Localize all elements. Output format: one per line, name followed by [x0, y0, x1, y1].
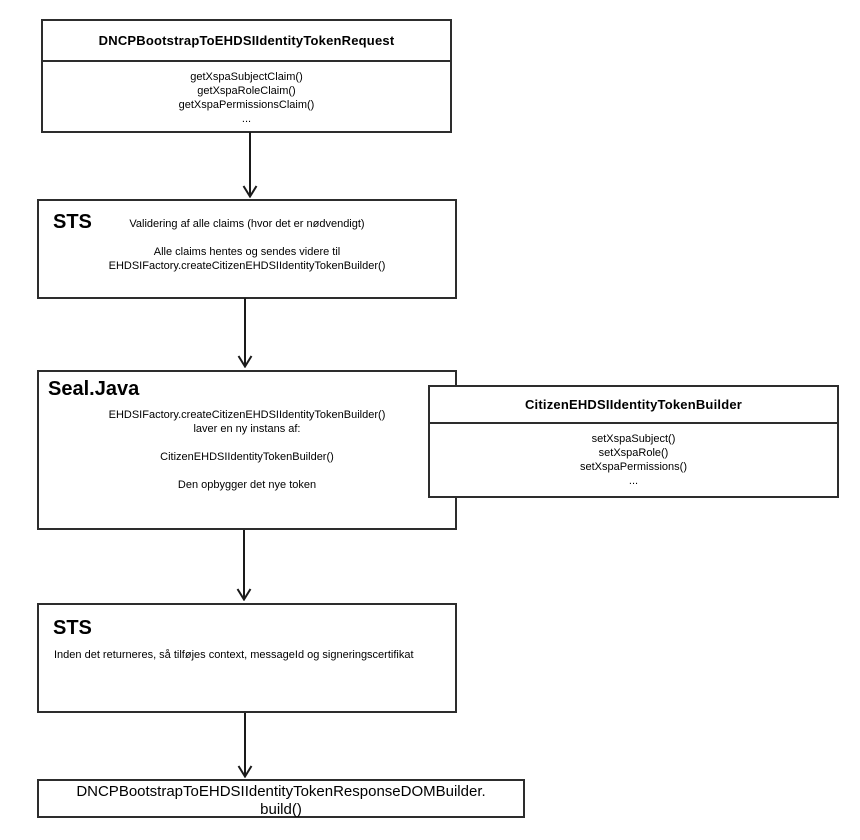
- method-line: getXspaSubjectClaim(): [190, 71, 303, 83]
- node-response-builder-text: DNCPBootstrapToEHDSIIdentityTokenRespons…: [39, 781, 523, 819]
- node-sts-validation: STS Validering af alle claims (hvor det …: [37, 199, 457, 299]
- method-line: setXspaPermissions(): [580, 461, 687, 473]
- node-response-builder: DNCPBootstrapToEHDSIIdentityTokenRespons…: [37, 779, 525, 818]
- flow-arrow-sts-to-seal: [237, 298, 253, 368]
- text-line: EHDSIFactory.createCitizenEHDSIIdentityT…: [108, 260, 386, 272]
- node-token-builder-title: CitizenEHDSIIdentityTokenBuilder: [430, 387, 837, 424]
- method-line: setXspaRole(): [598, 447, 669, 459]
- flow-arrow-sts-to-response: [237, 713, 253, 778]
- method-line: setXspaSubject(): [591, 433, 676, 445]
- method-line: getXspaPermissionsClaim(): [178, 99, 315, 111]
- node-sts-validation-heading: STS: [53, 211, 92, 233]
- method-line: ...: [628, 475, 639, 487]
- node-sts-return-heading: STS: [53, 617, 92, 639]
- text-line: CitizenEHDSIIdentityTokenBuilder(): [160, 451, 334, 463]
- text-line: DNCPBootstrapToEHDSIIdentityTokenRespons…: [76, 783, 486, 800]
- flow-arrow-seal-to-sts: [236, 530, 252, 601]
- node-seal-java: Seal.Java EHDSIFactory.createCitizenEHDS…: [37, 370, 457, 530]
- node-sts-return: STS Inden det returneres, så tilføjes co…: [37, 603, 457, 713]
- node-token-builder: CitizenEHDSIIdentityTokenBuilder setXspa…: [428, 385, 839, 498]
- text-line: EHDSIFactory.createCitizenEHDSIIdentityT…: [108, 409, 386, 421]
- text-line: build(): [260, 801, 302, 818]
- text-line: laver en ny instans af:: [193, 423, 301, 435]
- node-sts-validation-text: Validering af alle claims (hvor det er n…: [39, 201, 455, 273]
- text-line: Den opbygger det nye token: [177, 479, 317, 491]
- text-line: Validering af alle claims (hvor det er n…: [129, 218, 365, 230]
- node-seal-java-text: EHDSIFactory.createCitizenEHDSIIdentityT…: [39, 408, 455, 492]
- method-line: getXspaRoleClaim(): [197, 85, 296, 97]
- node-seal-java-heading: Seal.Java: [48, 378, 140, 400]
- node-identity-token-request-title: DNCPBootstrapToEHDSIIdentityTokenRequest: [43, 21, 450, 62]
- method-line: ...: [241, 113, 252, 125]
- node-identity-token-request: DNCPBootstrapToEHDSIIdentityTokenRequest…: [41, 19, 452, 133]
- node-identity-token-request-methods: getXspaSubjectClaim() getXspaRoleClaim()…: [43, 62, 450, 126]
- flow-arrow-request-to-sts: [242, 132, 258, 198]
- node-token-builder-methods: setXspaSubject() setXspaRole() setXspaPe…: [430, 424, 837, 488]
- text-line: Alle claims hentes og sendes videre til: [153, 246, 341, 258]
- node-sts-return-text: Inden det returneres, så tilføjes contex…: [54, 649, 414, 661]
